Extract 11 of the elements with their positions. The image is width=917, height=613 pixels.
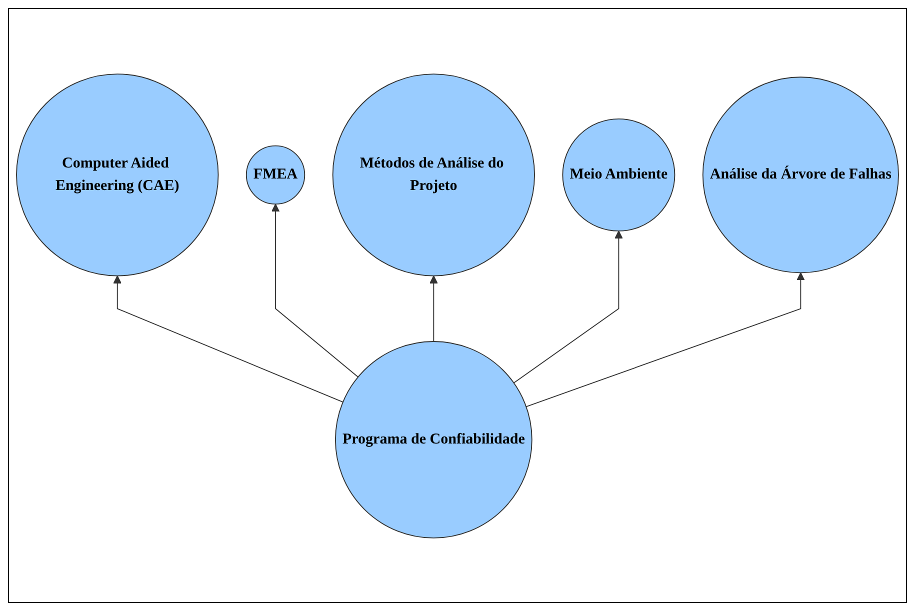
node-circle: Meio Ambiente xyxy=(562,118,676,231)
arrow xyxy=(513,230,623,383)
node-circle: Programa de Confiabilidade xyxy=(334,340,532,538)
node-circle: Computer Aided Engineering (CAE) xyxy=(16,73,219,276)
node-circle: FMEA xyxy=(246,144,306,204)
arrow xyxy=(113,274,344,402)
arrow xyxy=(430,274,438,342)
arrow xyxy=(526,272,805,407)
node-circle: Análise da Árvore de Falhas xyxy=(702,76,899,273)
node-circle: Métodos de Análise do Projeto xyxy=(332,73,535,276)
arrow xyxy=(271,203,359,377)
